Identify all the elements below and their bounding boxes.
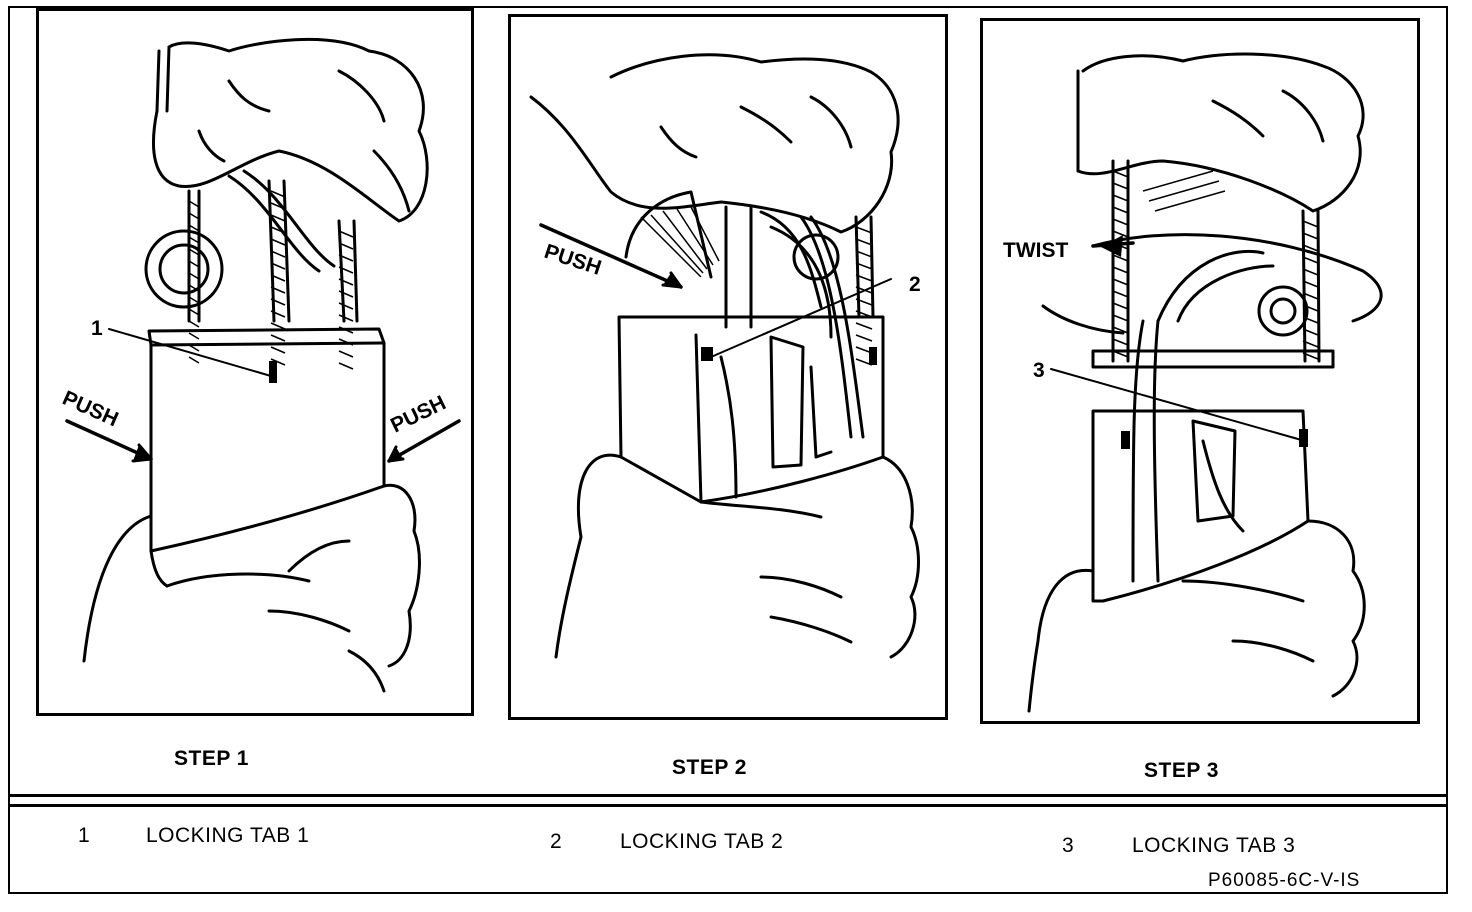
step-1-panel: 1 PUSH PUSH bbox=[36, 8, 474, 716]
step-1-illustration: 1 PUSH PUSH bbox=[59, 38, 461, 693]
step-2-panel: 2 PUSH bbox=[508, 14, 948, 720]
step-3-illustration: TWIST 3 bbox=[1003, 52, 1383, 713]
legend-text-1: LOCKING TAB 1 bbox=[146, 824, 310, 847]
legend-divider-lower bbox=[8, 804, 1448, 807]
legend-text-2: LOCKING TAB 2 bbox=[620, 830, 784, 853]
callout-2: 2 bbox=[909, 273, 921, 296]
push-label-left: PUSH bbox=[59, 387, 122, 432]
callout-1: 1 bbox=[91, 317, 103, 340]
legend-number-1: 1 bbox=[78, 824, 91, 847]
callout-3: 3 bbox=[1033, 359, 1045, 382]
legend-text-3: LOCKING TAB 3 bbox=[1132, 834, 1296, 857]
step-3-label: STEP 3 bbox=[1144, 759, 1219, 782]
figure-frame bbox=[8, 6, 1448, 894]
legend-number-3: 3 bbox=[1062, 834, 1075, 857]
push-label: PUSH bbox=[541, 240, 604, 280]
step-2-illustration: 2 PUSH bbox=[529, 53, 921, 659]
step-2-label: STEP 2 bbox=[672, 756, 747, 779]
step-1-label: STEP 1 bbox=[174, 747, 249, 770]
figure-id: P60085-6C-V-IS bbox=[1208, 870, 1361, 891]
legend-number-2: 2 bbox=[550, 830, 563, 853]
twist-label: TWIST bbox=[1003, 239, 1068, 262]
step-3-panel: TWIST 3 bbox=[980, 18, 1420, 724]
legend-divider bbox=[8, 794, 1448, 797]
